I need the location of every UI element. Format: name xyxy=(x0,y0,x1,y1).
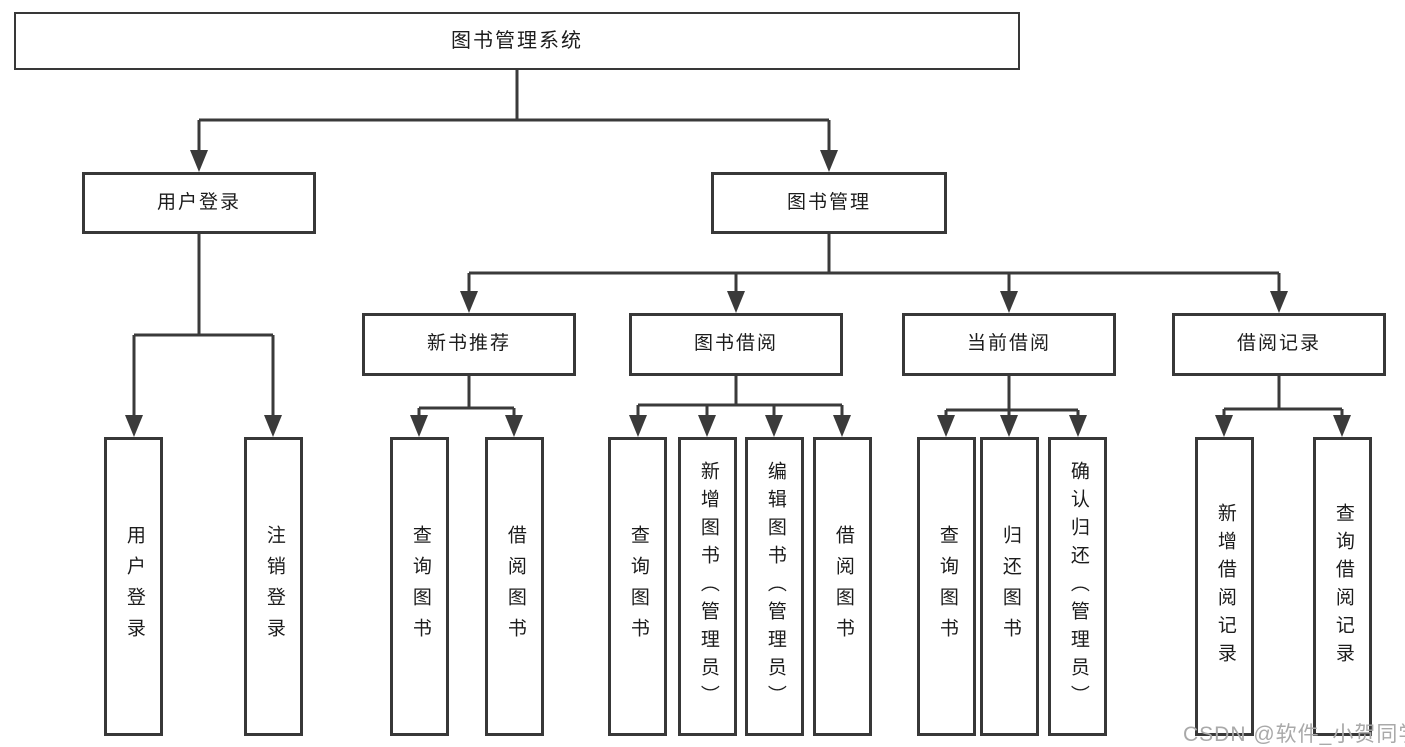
node-login-leaf: 用户登录 xyxy=(104,437,163,736)
node-add-borrow-record: 新增借阅记录 xyxy=(1195,437,1254,736)
node-new-book-recommend: 新书推荐 xyxy=(362,313,576,376)
node-edit-book-admin: 编辑图书（管理员） xyxy=(745,437,804,736)
node-query-books-recommend: 查询图书 xyxy=(390,437,449,736)
node-book-borrow: 图书借阅 xyxy=(629,313,843,376)
node-current-borrow: 当前借阅 xyxy=(902,313,1116,376)
node-query-books-borrow: 查询图书 xyxy=(608,437,667,736)
node-logout-leaf: 注销登录 xyxy=(244,437,303,736)
node-query-borrow-record: 查询借阅记录 xyxy=(1313,437,1372,736)
node-book-management-branch: 图书管理 xyxy=(711,172,947,234)
node-add-book-admin: 新增图书（管理员） xyxy=(678,437,737,736)
node-user-login-branch: 用户登录 xyxy=(82,172,316,234)
node-query-books-current: 查询图书 xyxy=(917,437,976,736)
node-borrow-records: 借阅记录 xyxy=(1172,313,1386,376)
node-system-root: 图书管理系统 xyxy=(14,12,1020,70)
node-borrow-books-recommend: 借阅图书 xyxy=(485,437,544,736)
csdn-watermark: CSDN @软件_小贺同学 xyxy=(1183,723,1405,746)
node-borrow-books-leaf: 借阅图书 xyxy=(813,437,872,736)
node-return-book: 归还图书 xyxy=(980,437,1039,736)
node-confirm-return-admin: 确认归还（管理员） xyxy=(1048,437,1107,736)
